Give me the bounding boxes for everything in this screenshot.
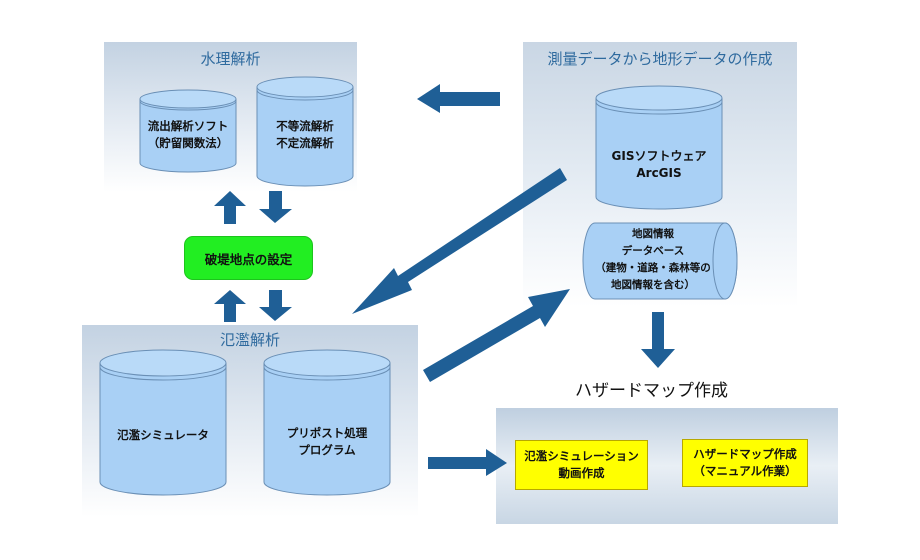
arrow-right-hazard bbox=[428, 449, 507, 476]
survey-panel-title: 測量データから地形データの作成 bbox=[547, 50, 773, 68]
pre-post-program-cylinder bbox=[263, 349, 391, 496]
flood-simulator-label: 氾濫シミュレータ bbox=[117, 428, 209, 442]
flow-analysis-label: 不等流解析 不定流解析 bbox=[276, 119, 334, 150]
arrow-up-upper bbox=[214, 191, 246, 224]
runoff-analysis-label: 流出解析ソフト （貯留関数法） bbox=[147, 119, 229, 150]
flow-analysis-cylinder bbox=[256, 76, 354, 187]
arrow-left bbox=[417, 84, 500, 113]
gis-software-cylinder bbox=[595, 85, 723, 210]
arrow-down-hazard bbox=[641, 312, 675, 368]
runoff-analysis-cylinder bbox=[139, 89, 237, 173]
map-database-label: 地図情報 データベース （建物・道路・森林等の 地図情報を含む） bbox=[595, 228, 711, 291]
manual-hazard-map-box: ハザードマップ作成 （マニュアル作業） bbox=[682, 439, 808, 487]
arrow-diagonal-to-flood bbox=[352, 168, 567, 314]
arrow-up-lower bbox=[214, 290, 246, 322]
map-database-cylinder bbox=[582, 222, 738, 300]
flood-animation-box: 氾濫シミュレーション 動画作成 bbox=[515, 440, 648, 490]
arrow-down-upper bbox=[259, 191, 292, 223]
breach-point-setting: 破堤地点の設定 bbox=[184, 236, 313, 280]
hazard-map-title: ハザードマップ作成 bbox=[575, 381, 728, 401]
hydrology-panel-title: 水理解析 bbox=[200, 50, 261, 68]
flood-panel-title: 氾濫解析 bbox=[219, 331, 280, 349]
gis-software-label: GISソフトウェア ArcGIS bbox=[611, 149, 707, 180]
arrow-diagonal-to-database bbox=[423, 289, 570, 382]
pre-post-program-label: プリポスト処理 プログラム bbox=[286, 426, 368, 457]
arrow-down-lower bbox=[259, 290, 292, 321]
flood-simulator-cylinder bbox=[99, 349, 227, 496]
